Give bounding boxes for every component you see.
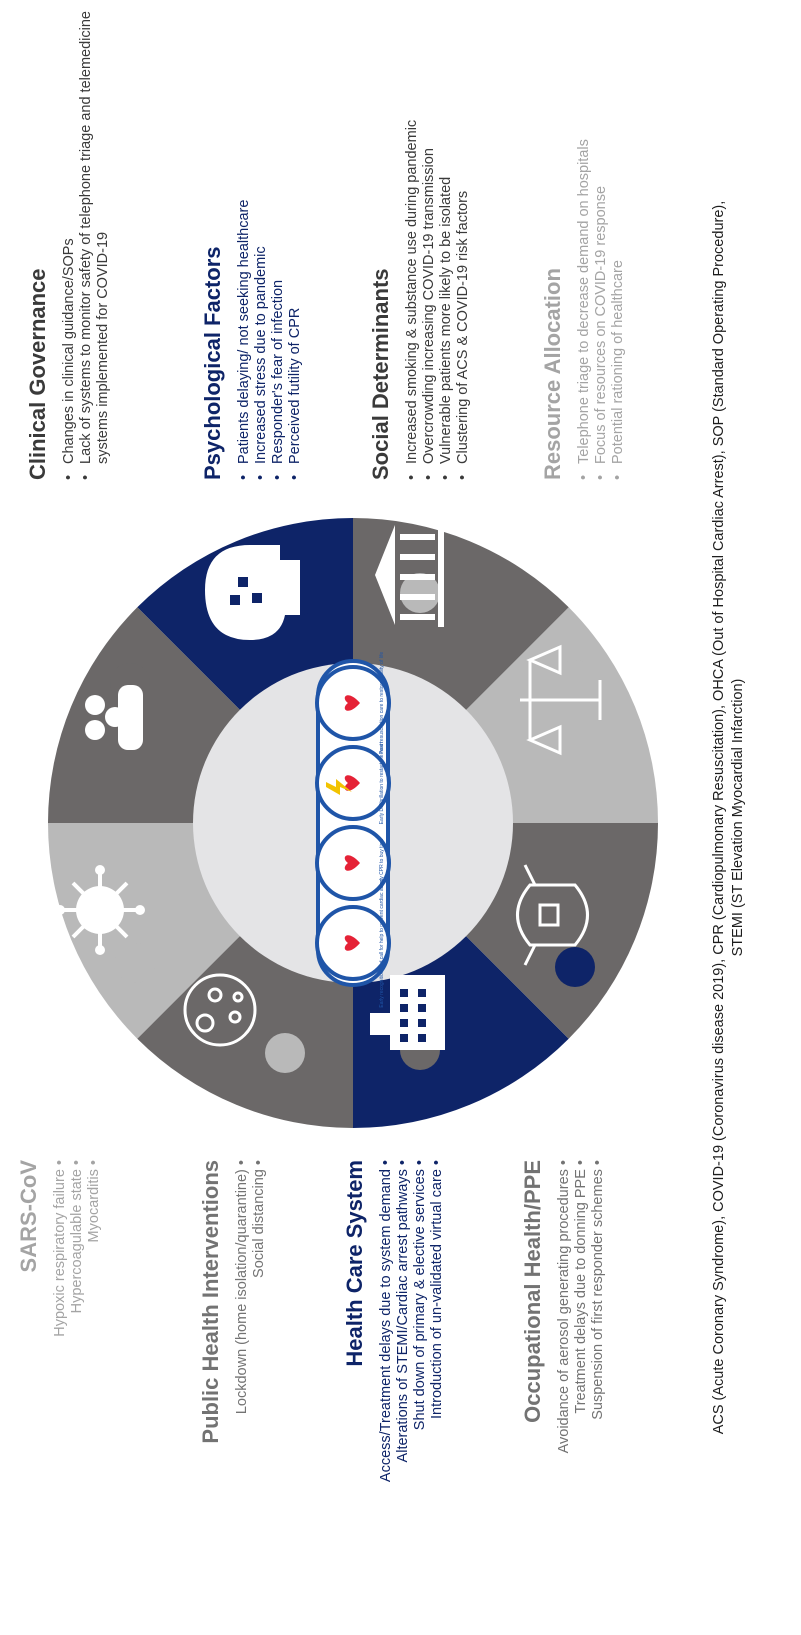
chain-caption-2: Early CPR to buy time — [379, 838, 385, 887]
list-item: Potential rationing of healthcare — [610, 10, 627, 480]
list-item: Patients delaying/ not seeking healthcar… — [236, 10, 253, 480]
section-title: Resource Allocation — [540, 268, 565, 480]
puzzle-knob — [555, 947, 595, 987]
section-title: Clinical Governance — [25, 268, 50, 480]
section-social-determinants: Social Determinants Increased smoking & … — [368, 10, 472, 480]
list-item: Vulnerable patients more likely to be is… — [438, 10, 455, 480]
footnote-line-2: STEMI (ST Elevation Myocardial Infarctio… — [730, 678, 746, 957]
people-group-icon — [85, 685, 143, 750]
list-item: Telephone triage to decrease demand on h… — [576, 10, 593, 480]
abbreviations-footnote: ACS (Acute Coronary Syndrome), COVID-19 … — [710, 0, 748, 1635]
item-list: Patients delaying/ not seeking healthcar… — [236, 10, 304, 480]
list-item: Lack of systems to monitor safety of tel… — [78, 10, 112, 480]
puzzle-knob — [115, 943, 155, 983]
section-title: Social Determinants — [368, 268, 393, 480]
list-item: Increased smoking & substance use during… — [404, 10, 421, 480]
section-title: Psychological Factors — [200, 246, 225, 480]
hospital-icon — [370, 975, 445, 1050]
puzzle-knob — [265, 1033, 305, 1073]
item-list: Changes in clinical guidance/SOPs Lack o… — [61, 10, 112, 480]
item-list: Telephone triage to decrease demand on h… — [576, 10, 627, 480]
justice-scale-icon — [520, 644, 602, 756]
chain-caption-1: Early recognition and call for help to p… — [379, 878, 385, 1008]
list-item: Clustering of ACS & COVID-19 risk factor… — [455, 10, 472, 480]
heart-icon — [344, 935, 360, 951]
list-item: Changes in clinical guidance/SOPs — [61, 10, 78, 480]
list-item: Increased stress due to pandemic — [253, 10, 270, 480]
heart-icon — [344, 775, 360, 791]
section-psychological-factors: Psychological Factors Patients delaying/… — [200, 10, 304, 480]
chain-caption-3: Early Defibrillation to restart the hear… — [379, 741, 385, 824]
virus-icon — [55, 865, 145, 955]
item-list: Increased smoking & substance use during… — [404, 10, 472, 480]
head-puzzle-icon — [205, 545, 300, 640]
chain-of-survival: Early recognition and call for help to p… — [315, 652, 391, 1008]
section-resource-allocation: Resource Allocation Telephone triage to … — [540, 10, 627, 480]
list-item: Perceived futility of CPR — [287, 10, 304, 480]
list-item: Overcrowding increasing COVID-19 transmi… — [421, 10, 438, 480]
puzzle-knob — [555, 660, 595, 700]
face-mask-icon — [516, 864, 589, 966]
chain-band — [316, 659, 390, 987]
heart-icon — [344, 695, 360, 711]
footnote-line-1: ACS (Acute Coronary Syndrome), COVID-19 … — [711, 200, 727, 1435]
petri-dish-icon — [183, 973, 257, 1047]
institution-icon — [375, 525, 444, 627]
list-item: Focus of resources on COVID-19 response — [593, 10, 610, 480]
list-item: Responder's fear of infection — [270, 10, 287, 480]
heart-icon — [344, 855, 360, 871]
section-clinical-governance: Clinical Governance Changes in clinical … — [25, 10, 112, 480]
puzzle-knob — [400, 573, 440, 613]
chain-caption-4: Post resuscitation care to restore quali… — [379, 652, 385, 754]
lightning-icon — [326, 779, 352, 795]
